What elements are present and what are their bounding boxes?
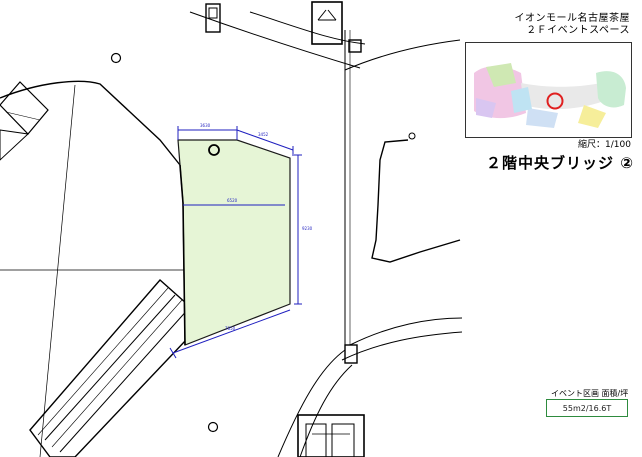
wall-curve-upper-left [0, 80, 181, 166]
area-info-value: 55m2/16.6T [546, 399, 628, 417]
pillar-in-area [208, 144, 220, 156]
dim-top-left: 3630 [200, 123, 211, 128]
location-map-graphic [466, 43, 631, 137]
event-area [177, 139, 291, 346]
escalator-lower [29, 279, 207, 457]
pillar [348, 39, 362, 53]
event-space-name: ２Ｆイベントスペース [526, 25, 630, 36]
pillar [344, 344, 358, 364]
elevator-box [205, 3, 221, 33]
door-frame [311, 1, 343, 45]
door-swing [317, 9, 337, 21]
location-marker [546, 92, 564, 110]
dim-middle: 6520 [227, 198, 238, 203]
dim-top-right: 3452 [258, 132, 269, 137]
location-map [465, 42, 632, 138]
wall-lower-left-arc2 [299, 364, 353, 457]
round-pillar [408, 132, 416, 140]
escalator-upper [0, 81, 49, 161]
wall-lower-right-arc2 [341, 331, 463, 361]
wall-mid-top-arc [249, 11, 366, 45]
dim-right: 9230 [302, 226, 313, 231]
mall-header: イオンモール名古屋茶屋 ２Ｆイベントスペース [390, 13, 630, 37]
wall-lower-right-arc [349, 317, 463, 346]
wall-top-arc [189, 11, 361, 69]
event-area-rail [179, 164, 186, 346]
round-pillar [207, 421, 219, 433]
dim-bottom: 7850 [225, 326, 236, 331]
wall-right-upper-step [371, 139, 461, 263]
area-info-label: イベント区画 面積/坪 [551, 389, 629, 398]
dimension-lines [169, 126, 302, 359]
area-title: ２階中央ブリッジ ② [486, 154, 634, 172]
round-pillar [110, 52, 122, 64]
mall-name: イオンモール名古屋茶屋 [514, 13, 630, 24]
scale-label: 縮尺：1/100 [578, 140, 631, 150]
stair-structure [297, 414, 365, 457]
wall-right-arc [344, 39, 461, 71]
elevator-box [208, 7, 218, 19]
wall-lower-left-arc [277, 349, 346, 457]
background-line [39, 84, 76, 457]
